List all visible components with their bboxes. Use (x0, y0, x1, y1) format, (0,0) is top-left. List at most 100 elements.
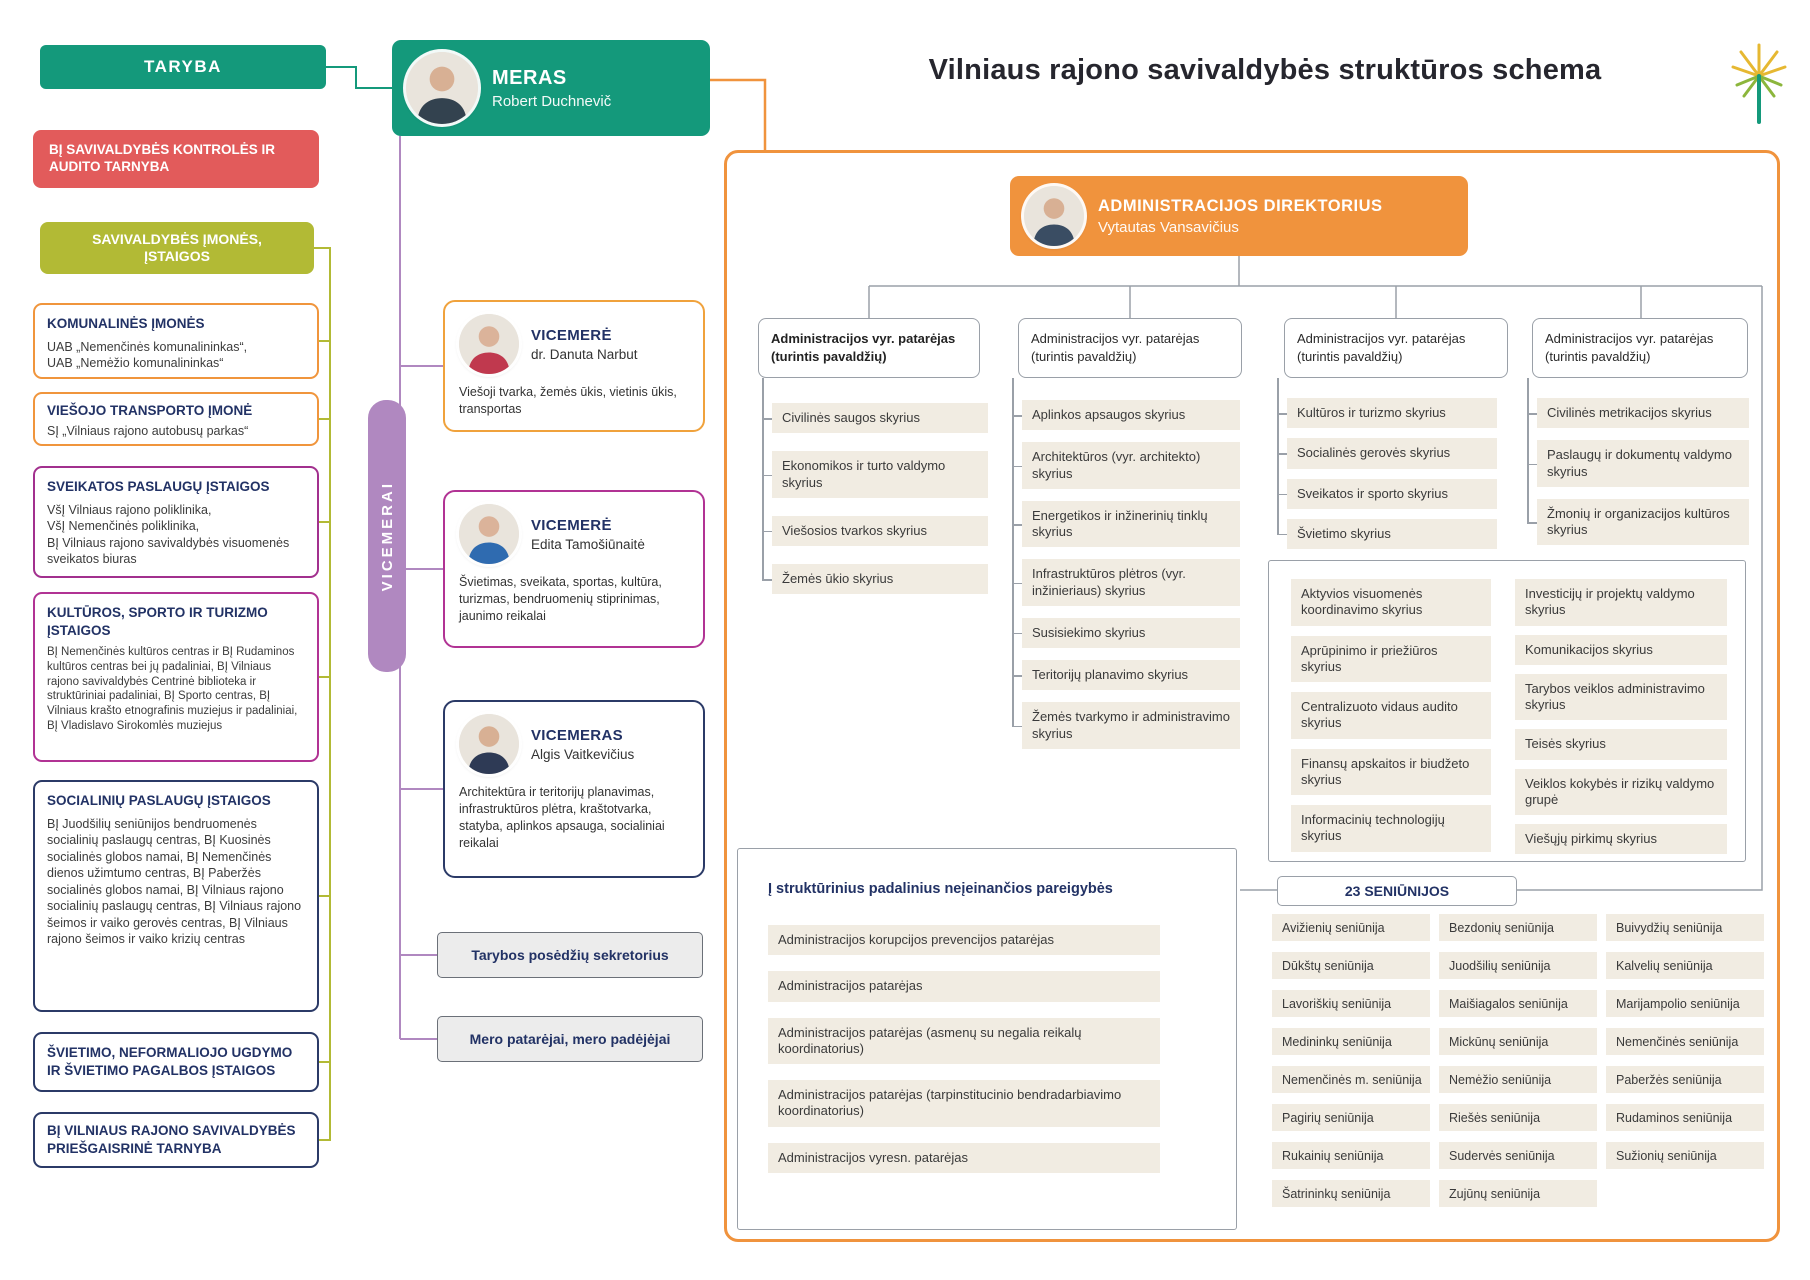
group-title: VIEŠOJO TRANSPORTO ĮMONĖ (47, 403, 253, 418)
pareigybe-item: Administracijos patarėjas (768, 971, 1160, 1002)
group-socialiniu: SOCIALINIŲ PASLAUGŲ ĮSTAIGOS BĮ Juodšili… (33, 780, 319, 1012)
advisor-header-3: Administracijos vyr. patarėjas (turintis… (1284, 318, 1508, 378)
audit-box: BĮ SAVIVALDYBĖS KONTROLĖS IR AUDITO TARN… (33, 130, 319, 188)
group-title: BĮ VILNIAUS RAJONO SAVIVALDYBĖS PRIEŠGAI… (47, 1123, 296, 1156)
pareigybe-item: Administracijos korupcijos prevencijos p… (768, 925, 1160, 956)
group-body: SĮ „Vilniaus rajono autobusų parkas“ (47, 423, 249, 438)
skyrius-item: Kultūros ir turizmo skyrius (1277, 398, 1497, 429)
vicemayors-tab: VICEMERAI (368, 400, 406, 672)
seniunija-item: Nemenčinės seniūnija (1606, 1028, 1764, 1055)
group-title: KULTŪROS, SPORTO IR TURIZMO ĮSTAIGOS (47, 605, 268, 638)
vicemayor-areas: Architektūra ir teritorijų planavimas, i… (459, 785, 665, 850)
skyrius-item: Aplinkos apsaugos skyrius (1012, 400, 1240, 431)
skyrius-item: Investicijų ir projektų valdymo skyrius (1515, 579, 1727, 626)
seniunija-item: Kalvelių seniūnija (1606, 952, 1764, 979)
skyrius-item: Susisiekimo skyrius (1012, 617, 1240, 648)
seniunija-item: Sudervės seniūnija (1439, 1142, 1597, 1169)
column-spine (1012, 378, 1014, 727)
seniunija-item: Bezdonių seniūnija (1439, 914, 1597, 941)
group-viesojo-transporto: VIEŠOJO TRANSPORTO ĮMONĖ SĮ „Vilniaus ra… (33, 392, 319, 446)
standalone-positions-title: Į struktūrinius padalinius neįeinančios … (768, 881, 1113, 897)
group-title: ŠVIETIMO, NEFORMALIOJO UGDYMO IR ŠVIETIM… (47, 1045, 293, 1078)
mayor-photo (406, 52, 478, 124)
skyrius-item: Komunikacijos skyrius (1515, 634, 1727, 665)
seniunija-item: Avižienių seniūnija (1272, 914, 1430, 941)
skyrius-item: Aprūpinimo ir priežiūros skyrius (1291, 635, 1491, 682)
group-svietimo: ŠVIETIMO, NEFORMALIOJO UGDYMO IR ŠVIETIM… (33, 1032, 319, 1092)
group-komunalines-imones: KOMUNALINĖS ĮMONĖS UAB „Nemenčinės komun… (33, 303, 319, 379)
vicemayor-card-danuta-narbut: VICEMERĖ dr. Danuta Narbut Viešoji tvark… (443, 300, 705, 432)
column-spine (1527, 378, 1529, 523)
skyrius-item: Paslaugų ir dokumentų valdymo skyrius (1527, 440, 1749, 487)
group-title: SOCIALINIŲ PASLAUGŲ ĮSTAIGOS (47, 793, 271, 808)
skyrius-item: Civilinės metrikacijos skyrius (1527, 398, 1749, 429)
vicemayor-photo (459, 714, 519, 774)
seniunija-item: Šatrininkų seniūnija (1272, 1180, 1430, 1207)
seniunija-item: Sužionių seniūnija (1606, 1142, 1764, 1169)
skyrius-item: Architektūros (vyr. architekto) skyrius (1012, 442, 1240, 489)
seniunija-item: Nemenčinės m. seniūnija (1272, 1066, 1430, 1093)
skyrius-item: Ekonomikos ir turto valdymo skyrius (762, 451, 988, 498)
skyrius-item: Energetikos ir inžinerinių tinklų skyriu… (1012, 500, 1240, 548)
vicemayor-name: Edita Tamošiūnaitė (531, 536, 645, 552)
skyrius-item: Viešųjų pirkimų skyrius (1515, 824, 1727, 855)
seniunija-item: Mickūnų seniūnija (1439, 1028, 1597, 1055)
skyrius-item: Socialinės gerovės skyrius (1277, 438, 1497, 469)
skyrius-item: Viešosios tvarkos skyrius (762, 515, 988, 546)
vicemayor-title: VICEMERAS (531, 726, 623, 744)
seniunija-item: Juodšilių seniūnija (1439, 952, 1597, 979)
skyrius-item: Finansų apskaitos ir biudžeto skyrius (1291, 748, 1491, 795)
advisor-header-1: Administracijos vyr. patarėjas (turintis… (758, 318, 980, 378)
council-secretary-box: Tarybos posėdžių sekretorius (437, 932, 703, 978)
seniunija-item: Maišiagalos seniūnija (1439, 990, 1597, 1017)
seniunija-item: Medininkų seniūnija (1272, 1028, 1430, 1055)
column-spine (762, 378, 764, 580)
pareigybe-item: Administracijos patarėjas (tarpinstituci… (768, 1080, 1160, 1127)
seniunija-item: Rukainių seniūnija (1272, 1142, 1430, 1169)
skyrius-item: Žemės ūkio skyrius (762, 564, 988, 595)
skyrius-item: Infrastruktūros plėtros (vyr. inžinieria… (1012, 559, 1240, 606)
director-name: Vytautas Vansavičius (1098, 218, 1239, 236)
group-kulturos-sporto: KULTŪROS, SPORTO IR TURIZMO ĮSTAIGOS BĮ … (33, 592, 319, 762)
companies-header-box: SAVIVALDYBĖS ĮMONĖS, ĮSTAIGOS (40, 222, 314, 274)
seniunija-item: Paberžės seniūnija (1606, 1066, 1764, 1093)
skyrius-item: Tarybos veiklos administravimo skyrius (1515, 673, 1727, 721)
group-title: KOMUNALINĖS ĮMONĖS (47, 316, 205, 331)
seniunija-item: Zujūnų seniūnija (1439, 1180, 1597, 1207)
vicemayor-photo (459, 314, 519, 374)
director-title: ADMINISTRACIJOS DIREKTORIUS (1098, 196, 1383, 215)
administration-director-card: ADMINISTRACIJOS DIREKTORIUS Vytautas Van… (1010, 176, 1468, 256)
group-body: BĮ Nemenčinės kultūros centras ir BĮ Rud… (47, 646, 298, 732)
pareigybe-item: Administracijos vyresn. patarėjas (768, 1142, 1160, 1173)
skyrius-item: Žmonių ir organizacijos kultūros skyrius (1527, 498, 1749, 546)
seniunija-item: Pagirių seniūnija (1272, 1104, 1430, 1131)
vicemayor-areas: Švietimas, sveikata, sportas, kultūra, t… (459, 575, 662, 623)
central-left-column: Aktyvios visuomenės koordinavimo skyrius… (1291, 579, 1491, 852)
seniunija-item: Riešės seniūnija (1439, 1104, 1597, 1131)
vicemayor-name: Algis Vaitkevičius (531, 746, 635, 762)
column-spine (1277, 378, 1279, 535)
seniunija-item: Lavoriškių seniūnija (1272, 990, 1430, 1017)
group-sveikatos: SVEIKATOS PASLAUGŲ ĮSTAIGOS VšĮ Vilniaus… (33, 466, 319, 578)
mayor-title: MERAS (492, 66, 567, 89)
pareigybe-item: Administracijos patarėjas (asmenų su neg… (768, 1017, 1160, 1064)
seniunija-item: Nemėžio seniūnija (1439, 1066, 1597, 1093)
skyrius-item: Teisės skyrius (1515, 729, 1727, 760)
skyrius-item: Švietimo skyrius (1277, 518, 1497, 549)
group-body: VšĮ Vilniaus rajono poliklinika, VšĮ Nem… (47, 502, 290, 567)
skyrius-item: Sveikatos ir sporto skyrius (1277, 478, 1497, 509)
skyrius-item: Centralizuoto vidaus audito skyrius (1291, 692, 1491, 739)
vicemayor-photo (459, 504, 519, 564)
director-photo (1024, 186, 1084, 246)
standalone-positions-panel: Į struktūrinius padalinius neįeinančios … (737, 848, 1237, 1230)
vicemayor-title: VICEMERĖ (531, 326, 612, 344)
advisor-header-4: Administracijos vyr. patarėjas (turintis… (1532, 318, 1748, 378)
group-title: SVEIKATOS PASLAUGŲ ĮSTAIGOS (47, 479, 270, 494)
skyrius-item: Informacinių technologijų skyrius (1291, 805, 1491, 852)
seniunija-item: Rudaminos seniūnija (1606, 1104, 1764, 1131)
standalone-positions-list: Administracijos korupcijos prevencijos p… (768, 925, 1160, 1173)
